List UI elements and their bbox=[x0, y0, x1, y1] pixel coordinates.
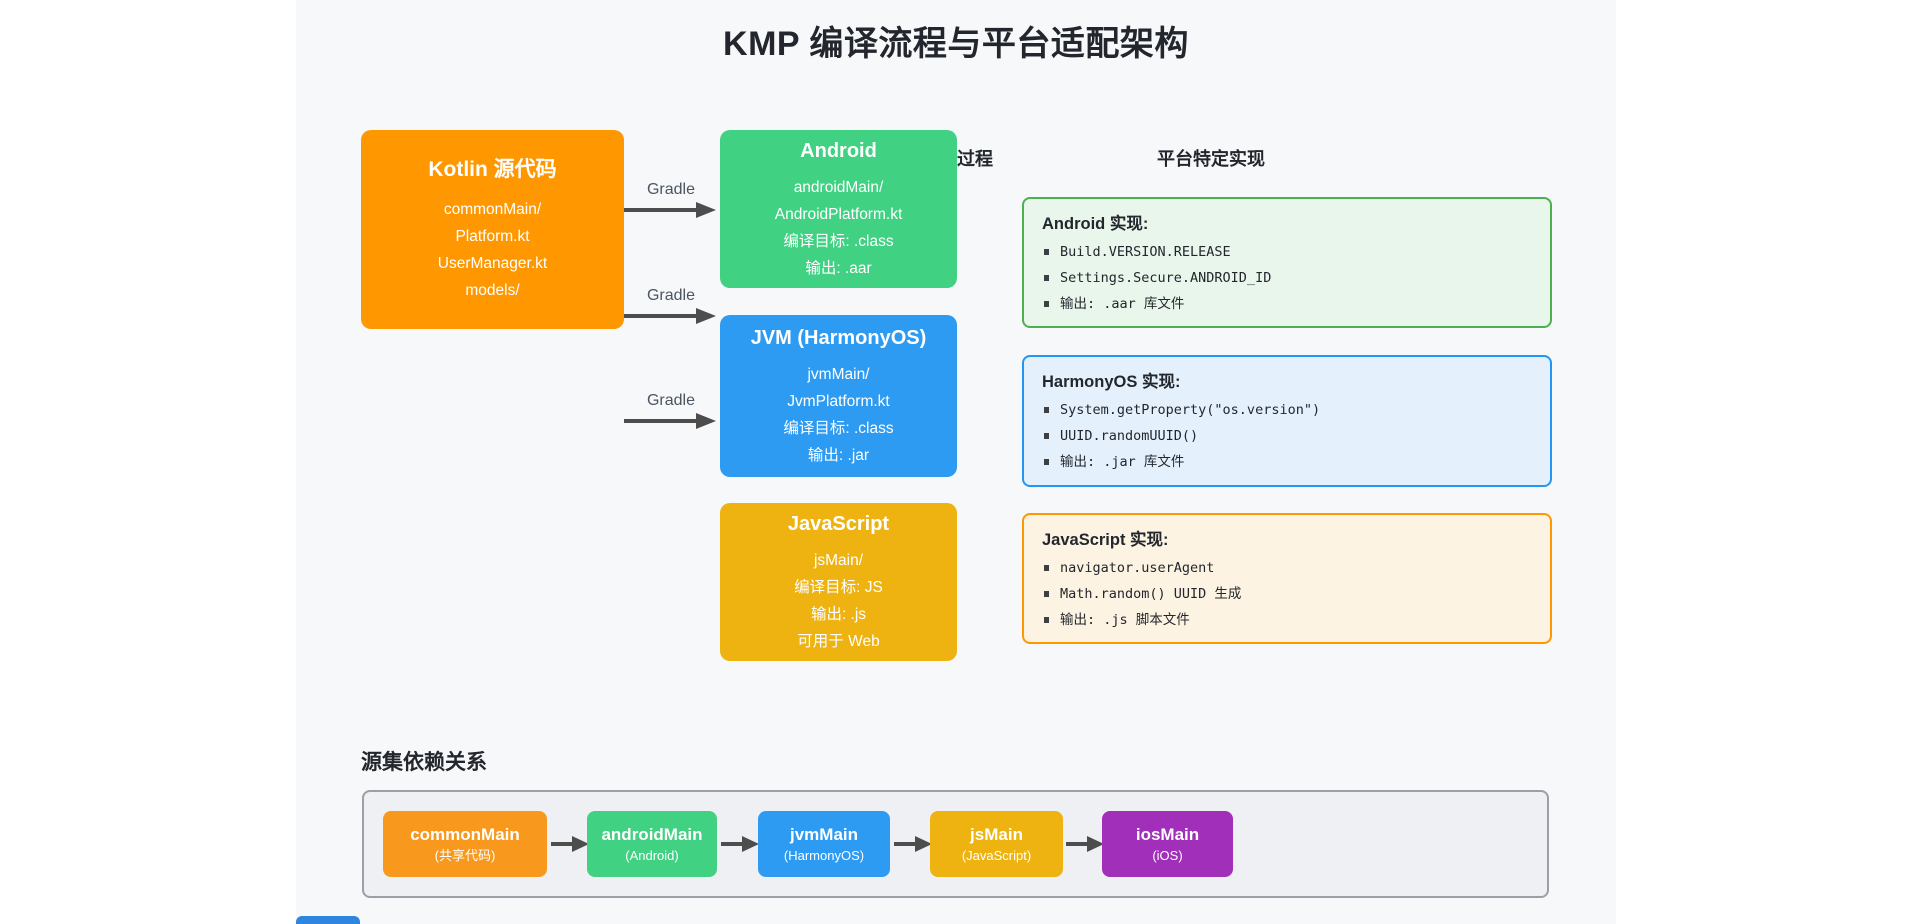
android-target-title: Android bbox=[800, 139, 877, 162]
jvm-target-title: JVM (HarmonyOS) bbox=[750, 326, 927, 349]
sourceset-subtitle: (Android) bbox=[625, 848, 679, 863]
kotlin-source-line: models/ bbox=[465, 281, 520, 299]
column-header-platform: 平台特定实现 bbox=[1157, 149, 1265, 169]
sourceset-androidmain: androidMain (Android) bbox=[587, 811, 717, 877]
javascript-target-box: JavaScript jsMain/ 编译目标: JS 输出: .js 可用于 … bbox=[720, 503, 957, 661]
detail-item: 输出: .aar 库文件 bbox=[1042, 291, 1532, 317]
detail-item: 输出: .js 脚本文件 bbox=[1042, 607, 1532, 633]
jvm-target-line: jvmMain/ bbox=[807, 365, 870, 383]
dependency-arrow bbox=[721, 842, 742, 846]
flow-arrow-to-jvm-lower bbox=[624, 419, 696, 423]
kotlin-source-box: Kotlin 源代码 commonMain/ Platform.kt UserM… bbox=[361, 130, 624, 329]
dependency-arrow bbox=[1066, 842, 1087, 846]
sourceset-subtitle: (JavaScript) bbox=[961, 848, 1032, 863]
detail-item: Math.random() UUID 生成 bbox=[1042, 581, 1532, 607]
sourceset-subtitle: (HarmonyOS) bbox=[783, 848, 865, 863]
sourceset-subtitle: (iOS) bbox=[1152, 848, 1183, 863]
android-target-line: androidMain/ bbox=[793, 178, 884, 196]
gradle-arrow-label: Gradle bbox=[646, 181, 696, 198]
sourceset-name: jvmMain bbox=[789, 825, 859, 844]
gradle-arrow-label: Gradle bbox=[646, 392, 696, 409]
javascript-implementation-panel: JavaScript 实现: navigator.userAgent Math.… bbox=[1022, 513, 1552, 644]
android-target-line: 输出: .aar bbox=[805, 259, 872, 277]
kotlin-source-line: Platform.kt bbox=[455, 227, 530, 245]
detail-item: navigator.userAgent bbox=[1042, 555, 1532, 581]
javascript-target-line: 可用于 Web bbox=[797, 632, 880, 650]
detail-item: Build.VERSION.RELEASE bbox=[1042, 239, 1532, 265]
javascript-target-title: JavaScript bbox=[787, 512, 890, 535]
sourceset-jvmmain: jvmMain (HarmonyOS) bbox=[758, 811, 890, 877]
android-implementation-list: Build.VERSION.RELEASE Settings.Secure.AN… bbox=[1042, 239, 1532, 317]
android-target-box: Android androidMain/ AndroidPlatform.kt … bbox=[720, 130, 957, 288]
android-target-line: AndroidPlatform.kt bbox=[774, 205, 903, 223]
kotlin-source-title: Kotlin 源代码 bbox=[428, 157, 557, 181]
partial-bottom-element bbox=[296, 916, 360, 924]
android-implementation-panel: Android 实现: Build.VERSION.RELEASE Settin… bbox=[1022, 197, 1552, 328]
android-target-line: 编译目标: .class bbox=[783, 232, 894, 250]
sourceset-name: jsMain bbox=[970, 825, 1023, 844]
android-implementation-title: Android 实现: bbox=[1042, 215, 1149, 233]
jvm-target-line: 编译目标: .class bbox=[783, 419, 894, 437]
detail-item: UUID.randomUUID() bbox=[1042, 423, 1532, 449]
harmonyos-implementation-title: HarmonyOS 实现: bbox=[1042, 373, 1181, 391]
dependency-arrow bbox=[551, 842, 572, 846]
jvm-target-box: JVM (HarmonyOS) jvmMain/ JvmPlatform.kt … bbox=[720, 315, 957, 477]
flow-arrow-to-jvm bbox=[624, 314, 696, 318]
javascript-target-line: 输出: .js bbox=[810, 605, 867, 623]
harmonyos-implementation-panel: HarmonyOS 实现: System.getProperty("os.ver… bbox=[1022, 355, 1552, 487]
detail-item: System.getProperty("os.version") bbox=[1042, 397, 1532, 423]
detail-item: 输出: .jar 库文件 bbox=[1042, 449, 1532, 475]
javascript-target-line: jsMain/ bbox=[813, 551, 864, 569]
page-title: KMP 编译流程与平台适配架构 bbox=[723, 25, 1189, 63]
javascript-implementation-list: navigator.userAgent Math.random() UUID 生… bbox=[1042, 555, 1532, 633]
jvm-target-line: JvmPlatform.kt bbox=[787, 392, 890, 410]
dependency-section-title: 源集依赖关系 bbox=[361, 751, 487, 774]
sourceset-name: androidMain bbox=[601, 825, 703, 844]
gradle-arrow-label: Gradle bbox=[646, 287, 696, 304]
sourceset-name: commonMain bbox=[410, 825, 520, 844]
detail-item: Settings.Secure.ANDROID_ID bbox=[1042, 265, 1532, 291]
dependency-arrow bbox=[894, 842, 915, 846]
column-header-process: 过程 bbox=[957, 149, 993, 169]
sourceset-subtitle: (共享代码) bbox=[434, 848, 496, 863]
content-area: KMP 编译流程与平台适配架构 Kotlin 源代码 commonMain/ P… bbox=[296, 0, 1616, 924]
javascript-target-line: 编译目标: JS bbox=[794, 578, 883, 596]
sourceset-name: iosMain bbox=[1135, 825, 1200, 844]
harmonyos-implementation-list: System.getProperty("os.version") UUID.ra… bbox=[1042, 397, 1532, 475]
javascript-implementation-title: JavaScript 实现: bbox=[1042, 531, 1169, 549]
sourceset-commonmain: commonMain (共享代码) bbox=[383, 811, 547, 877]
flow-arrow-to-android bbox=[624, 208, 696, 212]
kotlin-source-line: commonMain/ bbox=[443, 200, 542, 218]
jvm-target-line: 输出: .jar bbox=[807, 446, 870, 464]
kotlin-source-line: UserManager.kt bbox=[437, 254, 548, 272]
sourceset-iosmain: iosMain (iOS) bbox=[1102, 811, 1233, 877]
sourceset-jsmain: jsMain (JavaScript) bbox=[930, 811, 1063, 877]
